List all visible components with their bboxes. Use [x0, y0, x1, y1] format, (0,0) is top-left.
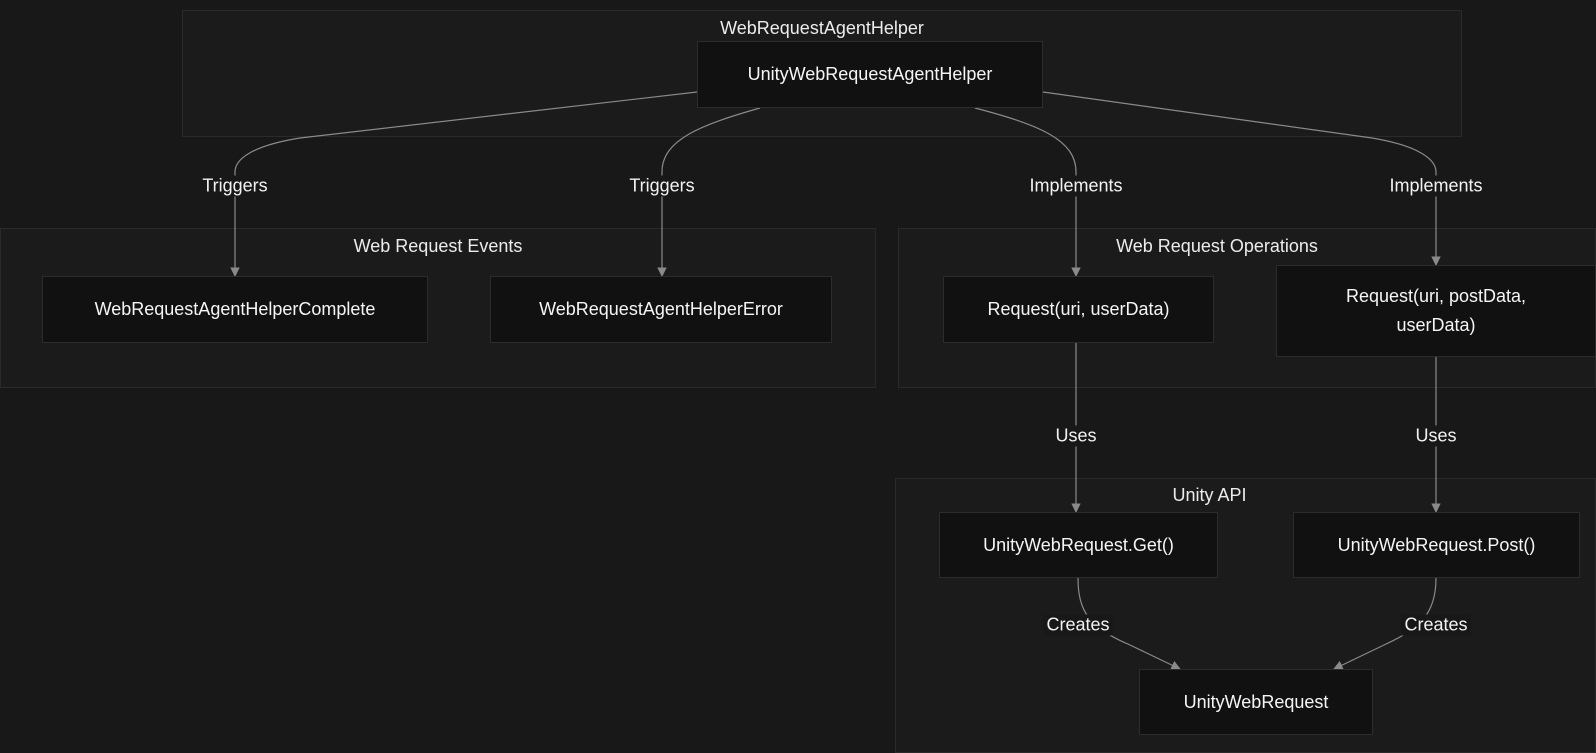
- edge-label-uses-post: Uses: [1412, 425, 1460, 447]
- node-unitywebrequest: UnityWebRequest: [1139, 669, 1373, 735]
- edge-label-triggers-error: Triggers: [626, 175, 698, 197]
- edge-label-creates-post: Creates: [1401, 614, 1471, 636]
- cluster-title-helper: WebRequestAgentHelper: [720, 18, 924, 38]
- node-web-request-agent-helper-error: WebRequestAgentHelperError: [490, 276, 832, 343]
- node-unity-web-request-agent-helper: UnityWebRequestAgentHelper: [697, 41, 1043, 108]
- edge-label-triggers-complete: Triggers: [199, 175, 271, 197]
- node-web-request-agent-helper-complete: WebRequestAgentHelperComplete: [42, 276, 428, 343]
- cluster-title-unity-api: Unity API: [1172, 485, 1247, 505]
- cluster-title-events: Web Request Events: [353, 236, 523, 256]
- cluster-title-operations: Web Request Operations: [1116, 236, 1318, 256]
- edge-implements-post: [1042, 91, 1441, 266]
- edge-implements-get: [974, 107, 1081, 277]
- node-unitywebrequest-get: UnityWebRequest.Get(): [939, 512, 1218, 578]
- node-unitywebrequest-post: UnityWebRequest.Post(): [1293, 512, 1580, 578]
- edge-label-creates-get: Creates: [1043, 614, 1113, 636]
- edge-label-implements-get: Implements: [1026, 175, 1126, 197]
- edge-triggers-complete: [230, 91, 698, 277]
- node-request-uri-userdata: Request(uri, userData): [943, 276, 1214, 343]
- edge-label-uses-get: Uses: [1052, 425, 1100, 447]
- node-request-post-text: Request(uri, postData, userData): [1345, 286, 1527, 335]
- node-request-uri-postdata-userdata: Request(uri, postData, userData): [1276, 265, 1596, 357]
- edge-triggers-error: [657, 107, 761, 277]
- edge-label-implements-post: Implements: [1386, 175, 1486, 197]
